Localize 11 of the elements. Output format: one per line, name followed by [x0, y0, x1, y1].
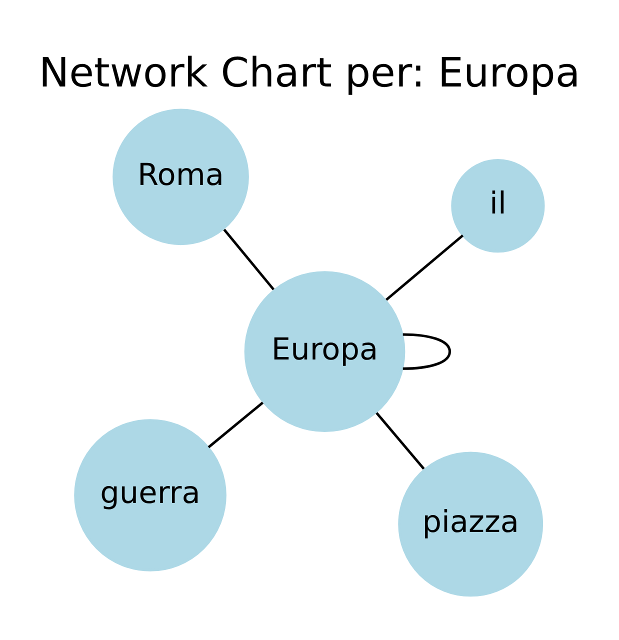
- connector: [208, 402, 264, 448]
- node-circle: Europa: [244, 271, 406, 432]
- node-circle: il: [451, 159, 545, 253]
- connector: [402, 333, 452, 370]
- diagram-title: Network Chart per: Europa: [38, 48, 580, 97]
- connector: [223, 228, 275, 290]
- connector: [376, 412, 425, 470]
- node-circle: guerra: [74, 419, 226, 572]
- connector: [385, 234, 464, 301]
- node-circle: piazza: [398, 452, 544, 597]
- node-circle: Roma: [112, 108, 249, 246]
